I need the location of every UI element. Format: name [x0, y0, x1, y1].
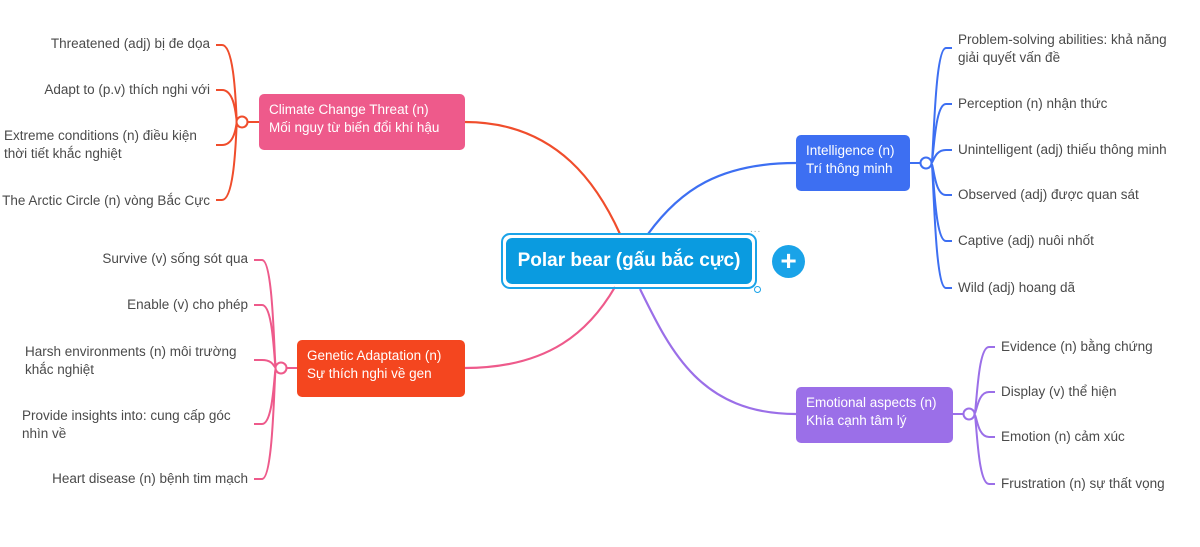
leaf-label: Survive (v) sống sót qua [102, 251, 248, 266]
leaf-label: The Arctic Circle (n) vòng Bắc Cực [2, 193, 210, 208]
connector-emotional-leaf-3 [973, 413, 995, 485]
leaf-label: Heart disease (n) bệnh tim mạch [52, 471, 248, 486]
intelligence-collapse-toggle[interactable] [919, 156, 933, 170]
genetic-collapse-toggle[interactable] [274, 361, 288, 375]
leaf-arctic-circle[interactable]: The Arctic Circle (n) vòng Bắc Cực [2, 192, 210, 210]
resize-handle[interactable] [754, 286, 761, 293]
leaf-frustration[interactable]: Frustration (n) sự thất vọng [1001, 475, 1165, 493]
connector-climate-leaf-1 [216, 89, 238, 123]
emotional-collapse-toggle[interactable] [962, 407, 976, 421]
branch-title: Intelligence (n) [806, 143, 895, 158]
leaf-label: Unintelligent (adj) thiếu thông minh [958, 142, 1167, 157]
branch-emotional-aspects[interactable]: Emotional aspects (n) Khía cạnh tâm lý [796, 387, 953, 443]
central-topic[interactable]: Polar bear (gấu bắc cực) [501, 233, 757, 289]
connector-genetic-leaf-4 [254, 367, 277, 480]
leaf-label: Evidence (n) bằng chứng [1001, 339, 1153, 354]
branch-subtitle: Khía cạnh tâm lý [806, 413, 907, 428]
connector-climate-leaf-2 [216, 121, 238, 146]
leaf-survive[interactable]: Survive (v) sống sót qua [102, 250, 248, 268]
leaf-evidence[interactable]: Evidence (n) bằng chứng [1001, 338, 1153, 356]
leaf-observed[interactable]: Observed (adj) được quan sát [958, 186, 1139, 204]
connector-intelligence-leaf-5 [930, 162, 952, 289]
branch-climate-change-threat[interactable]: Climate Change Threat (n) Mối nguy từ bi… [259, 94, 465, 150]
branch-intelligence[interactable]: Intelligence (n) Trí thông minh [796, 135, 910, 191]
add-topic-button[interactable]: + [772, 245, 805, 278]
branch-subtitle: Mối nguy từ biến đổi khí hậu [269, 120, 440, 135]
leaf-display[interactable]: Display (v) thể hiện [1001, 383, 1117, 401]
leaf-threatened[interactable]: Threatened (adj) bị đe dọa [51, 35, 210, 53]
leaf-label: Threatened (adj) bị đe dọa [50, 36, 210, 51]
leaf-label: Wild (adj) hoang dã [958, 280, 1076, 295]
leaf-label: Enable (v) cho phép [127, 297, 248, 312]
leaf-label: Observed (adj) được quan sát [958, 187, 1139, 202]
branch-genetic-adaptation[interactable]: Genetic Adaptation (n) Sự thích nghi về … [297, 340, 465, 397]
connector-central-intelligence [647, 161, 797, 235]
leaf-heart-disease[interactable]: Heart disease (n) bệnh tim mạch [52, 470, 248, 488]
leaf-adapt-to[interactable]: Adapt to (p.v) thích nghi với [44, 81, 210, 99]
branch-title: Genetic Adaptation (n) [307, 348, 442, 363]
branch-title: Climate Change Threat (n) [269, 102, 429, 117]
leaf-captive[interactable]: Captive (adj) nuôi nhốt [958, 232, 1094, 250]
leaf-label: Adapt to (p.v) thích nghi với [44, 82, 210, 97]
connector-central-emotional [639, 288, 797, 416]
leaf-enable[interactable]: Enable (v) cho phép [127, 296, 248, 314]
climate-collapse-toggle[interactable] [235, 115, 249, 129]
leaf-perception[interactable]: Perception (n) nhận thức [958, 95, 1107, 113]
central-topic-label: Polar bear (gấu bắc cực) [506, 238, 752, 284]
more-options-icon[interactable]: ... [750, 224, 762, 235]
connector-intelligence-leaf-2 [930, 149, 952, 164]
connector-genetic-leaf-2 [254, 359, 277, 369]
branch-title: Emotional aspects (n) [806, 395, 937, 410]
connector-central-genetic [464, 286, 616, 370]
leaf-label: Perception (n) nhận thức [958, 96, 1108, 111]
leaf-label: Display (v) thể hiện [1001, 384, 1117, 399]
connector-central-climate [464, 120, 622, 235]
connector-climate-leaf-0 [216, 44, 238, 123]
leaf-label: Captive (adj) nuôi nhốt [958, 233, 1094, 248]
leaf-label: Frustration (n) sự thất vọng [1001, 476, 1165, 491]
connector-genetic-leaf-0 [254, 259, 277, 369]
leaf-wild[interactable]: Wild (adj) hoang dã [958, 279, 1075, 297]
branch-subtitle: Trí thông minh [806, 161, 893, 176]
leaf-label: Emotion (n) cảm xúc [1001, 429, 1125, 444]
branch-subtitle: Sự thích nghi về gen [307, 366, 432, 381]
leaf-unintelligent[interactable]: Unintelligent (adj) thiếu thông minh [958, 141, 1167, 159]
leaf-emotion[interactable]: Emotion (n) cảm xúc [1001, 428, 1125, 446]
